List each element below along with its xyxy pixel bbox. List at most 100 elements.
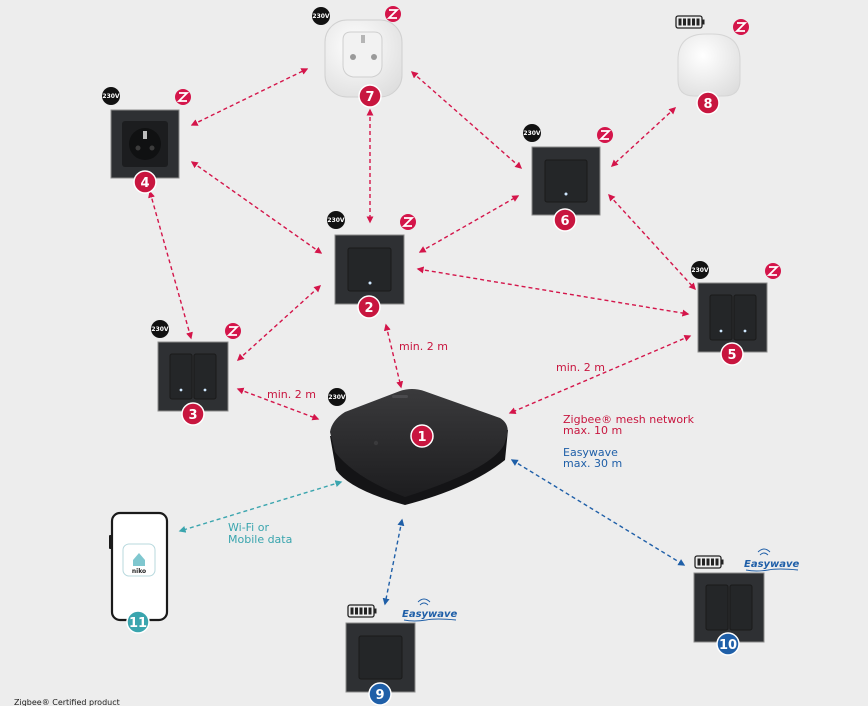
link-4-3: [148, 190, 193, 340]
device-2-single-switch: [334, 234, 405, 305]
link-2-5: [416, 266, 690, 317]
device-badge-10: 10: [716, 632, 740, 656]
svg-text:11: 11: [129, 616, 147, 631]
zigbee-icon: [597, 127, 613, 143]
socket-recess: [342, 31, 383, 78]
zigbee-icon: [765, 263, 781, 279]
link-1-11: [178, 480, 343, 533]
switch-frame: [157, 341, 229, 412]
svg-text:7: 7: [365, 90, 374, 105]
min-distance-label: min. 2 m: [556, 361, 605, 374]
status-led: [203, 388, 207, 392]
device-badge-5: 5: [720, 342, 744, 366]
easywave-links: [382, 459, 686, 606]
min-distance-label: min. 2 m: [267, 388, 316, 401]
230v-icon: 230V: [691, 261, 709, 279]
link-1-9: [382, 518, 405, 606]
svg-text:10: 10: [719, 638, 737, 653]
svg-text:4: 4: [140, 176, 149, 191]
switch-rocker: [358, 635, 403, 680]
230v-icon: 230V: [151, 320, 169, 338]
switch-rocker: [544, 159, 588, 203]
device-3-double-switch: [157, 341, 229, 412]
device-badge-9: 9: [368, 682, 392, 706]
footer-note: Zigbee® Certified product: [14, 698, 120, 706]
device-7-smart-plug: [324, 19, 403, 98]
device-badge-1: 1: [410, 424, 434, 448]
link-8-6: [610, 107, 677, 167]
min-distance-label: min. 2 m: [399, 340, 448, 353]
battery-icon: [694, 555, 724, 569]
svg-text:9: 9: [375, 688, 384, 703]
sensor-body: [677, 33, 741, 97]
device-5-double-switch: [697, 282, 768, 353]
easywave-range-title: Easywave: [563, 446, 618, 459]
switch-rocker-left: [709, 294, 733, 341]
switch-rocker-right: [733, 294, 757, 341]
socket-pin: [371, 54, 377, 60]
zigbee-icon: [400, 214, 416, 230]
svg-text:1: 1: [417, 430, 426, 445]
socket-pin: [350, 54, 356, 60]
device-badge-3: 3: [181, 402, 205, 426]
earth-pin: [361, 35, 365, 43]
svg-text:8: 8: [703, 97, 712, 112]
switch-rocker-left: [705, 584, 729, 631]
svg-text:230V: 230V: [328, 394, 346, 401]
link-2-6: [418, 195, 520, 253]
link-4-7: [190, 68, 309, 126]
switch-rocker-left: [169, 353, 193, 400]
link-7-6: [410, 71, 523, 169]
svg-text:230V: 230V: [691, 267, 709, 274]
hub-status-led: [373, 440, 379, 446]
link-2-1: [383, 323, 404, 389]
status-led: [719, 329, 723, 333]
battery-icon: [675, 15, 705, 29]
wifi-links: [178, 480, 343, 533]
wifi-label: Wi-Fi or: [228, 521, 269, 534]
phone-side-button: [109, 535, 112, 549]
zigbee-icon: [175, 89, 191, 105]
link-3-2: [236, 285, 322, 361]
niko-app-label: niko: [132, 568, 146, 575]
zigbee-icon: [733, 19, 749, 35]
socket-pin: [149, 145, 155, 151]
zigbee-icon: [385, 6, 401, 22]
zigbee-range-title: Zigbee® mesh network: [563, 413, 695, 426]
svg-text:230V: 230V: [523, 130, 541, 137]
status-led: [368, 281, 372, 285]
device-9-easywave-switch: [345, 622, 416, 693]
zigbee-icon: [225, 323, 241, 339]
svg-text:Easywave: Easywave: [402, 609, 458, 620]
device-8-battery-sensor: [677, 33, 741, 97]
230v-icon: 230V: [327, 211, 345, 229]
link-6-5: [608, 193, 696, 291]
device-badge-11: 11: [126, 610, 150, 634]
easywave-range-value: max. 30 m: [563, 457, 622, 470]
easywave-logo-icon: Easywave: [744, 548, 800, 572]
svg-text:5: 5: [727, 348, 736, 363]
switch-rocker: [347, 247, 392, 292]
device-badge-4: 4: [133, 170, 157, 194]
link-5-1: [508, 334, 692, 415]
link-1-10: [510, 459, 686, 566]
svg-text:230V: 230V: [312, 13, 330, 20]
svg-text:Easywave: Easywave: [744, 559, 800, 570]
niko-house-icon: [133, 553, 145, 566]
status-led: [564, 192, 568, 196]
zigbee-links: [148, 68, 696, 421]
wifi-label: Mobile data: [228, 533, 292, 546]
svg-text:230V: 230V: [102, 93, 120, 100]
230v-icon: 230V: [102, 87, 120, 105]
svg-text:2: 2: [364, 301, 373, 316]
socket-pin: [135, 145, 141, 151]
svg-text:230V: 230V: [327, 217, 345, 224]
230v-icon: 230V: [523, 124, 541, 142]
zigbee-range-value: max. 10 m: [563, 424, 622, 437]
device-11-smartphone: niko: [109, 511, 169, 622]
svg-text:230V: 230V: [151, 326, 169, 333]
device-badge-6: 6: [553, 208, 577, 232]
device-badge-2: 2: [357, 295, 381, 319]
battery-icon: [347, 604, 377, 618]
svg-text:6: 6: [560, 214, 569, 229]
